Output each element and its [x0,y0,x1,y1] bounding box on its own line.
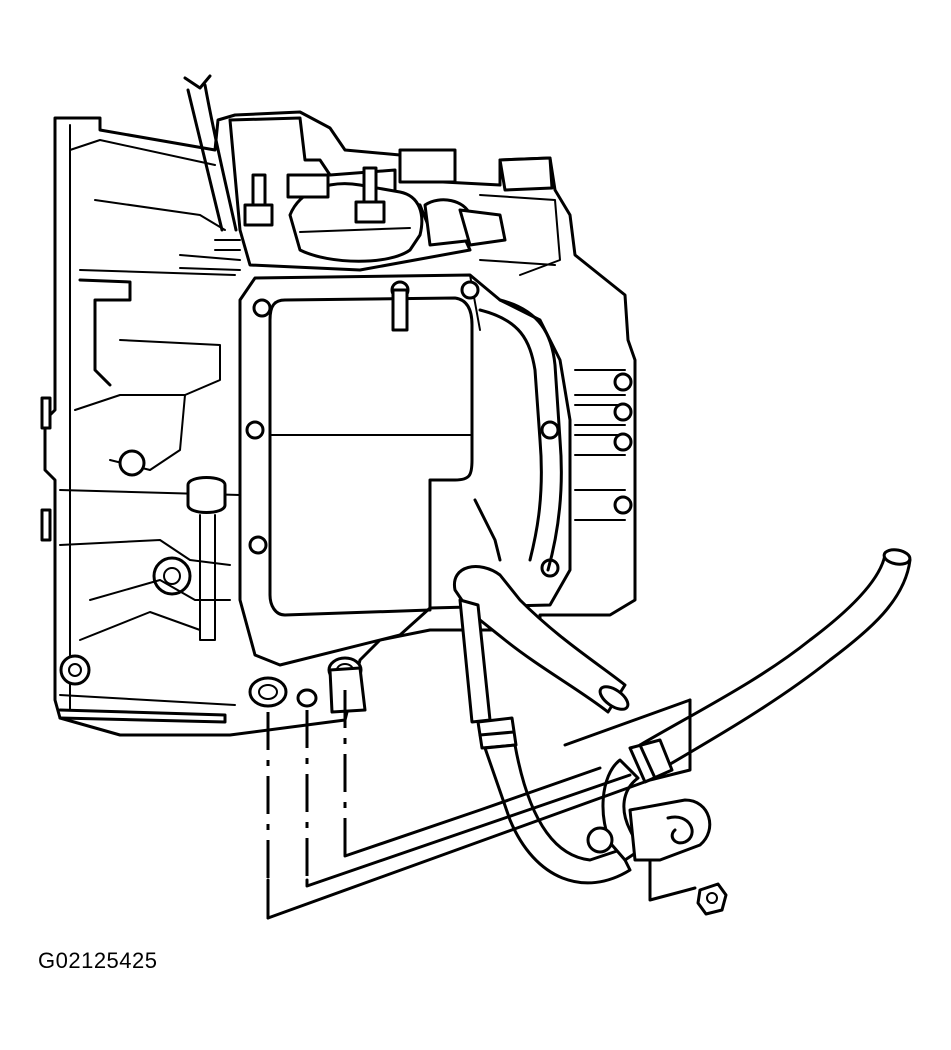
end-cover [574,369,633,521]
reference-frame [266,698,697,920]
cooler-hose [453,565,632,885]
vent-hose [179,74,241,271]
cooler-return-hose [601,548,912,862]
bracket-nut [696,882,728,916]
hose-bracket [586,798,712,862]
pan-bolt-leaders [248,656,367,880]
figure-id-label: G02125425 [38,948,158,973]
cooler-pipe [473,298,563,572]
top-sensor-assembly [228,116,561,276]
transaxle-case [40,110,637,737]
